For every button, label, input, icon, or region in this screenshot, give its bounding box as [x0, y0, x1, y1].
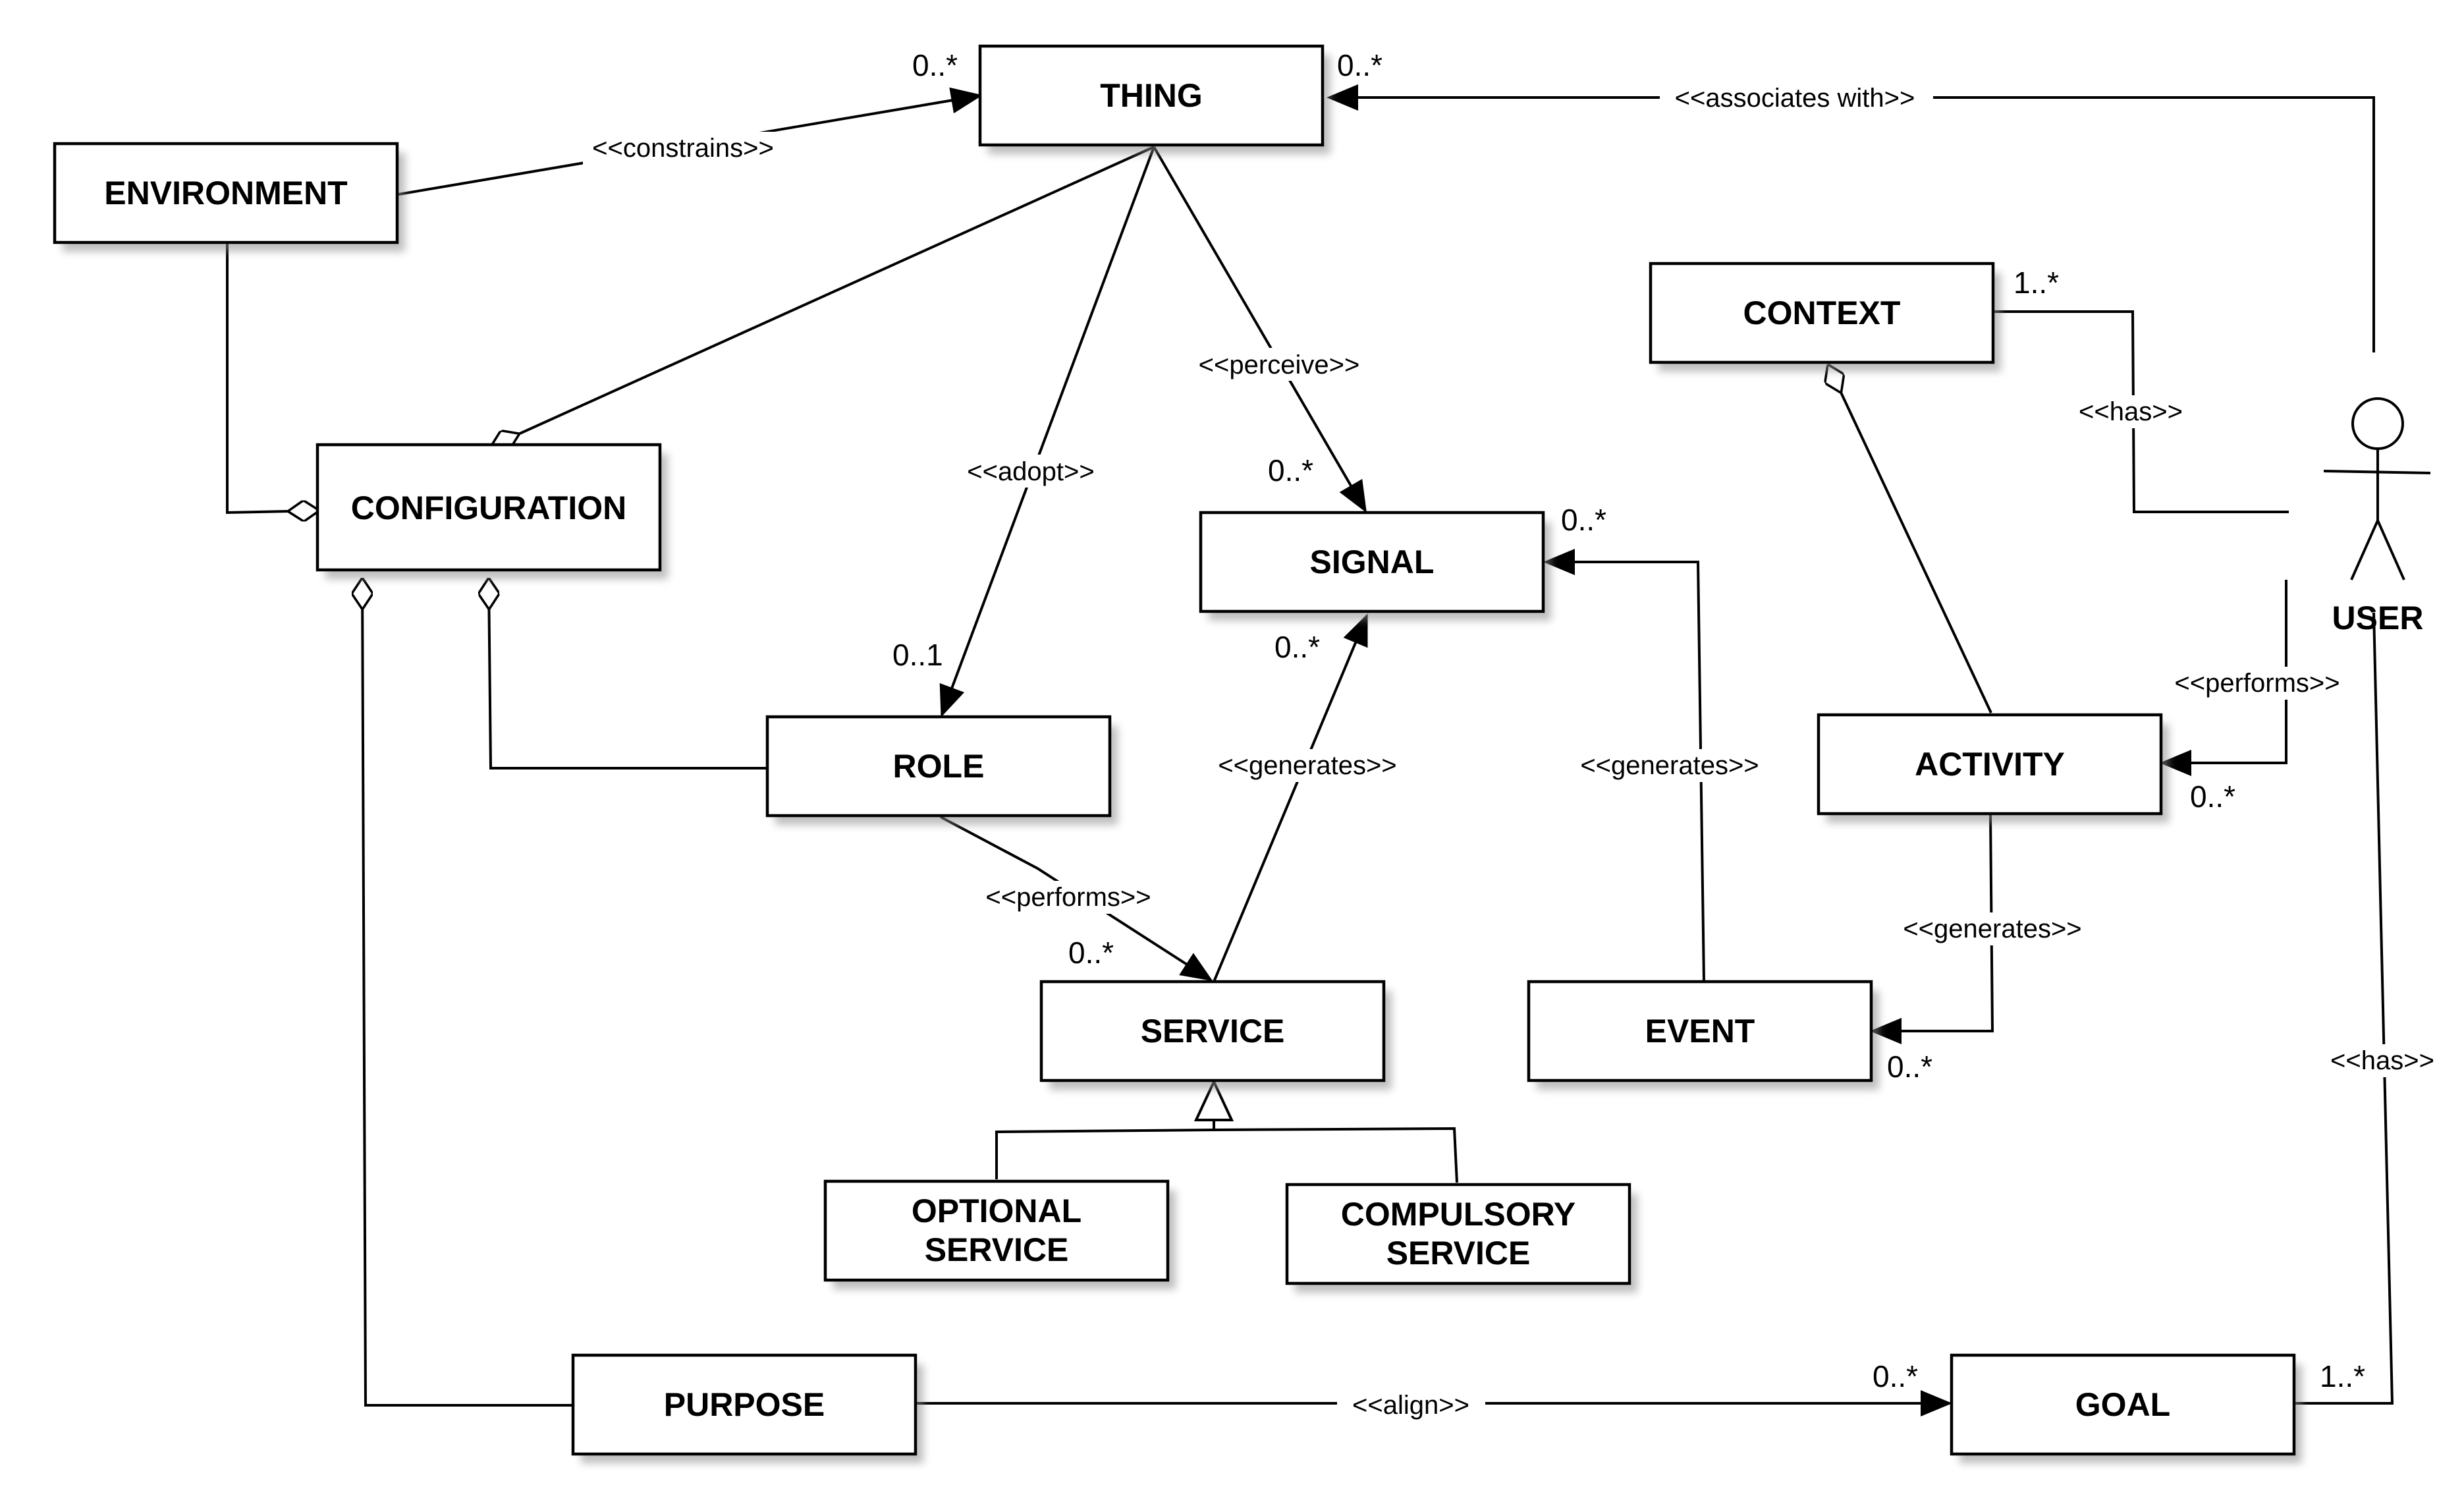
mult-activity: 0..*: [2190, 779, 2235, 814]
mult-thing-right: 0..*: [1337, 48, 1383, 82]
user-actor-right-leg: [2376, 520, 2405, 580]
mult-thing-left: 0..*: [912, 48, 958, 82]
stereotype-has-goal: <<has>>: [2330, 1046, 2434, 1075]
class-event-label: EVENT: [1645, 1013, 1755, 1050]
user-actor: USER: [2323, 397, 2431, 636]
class-service: SERVICE: [1039, 980, 1392, 1090]
mult-event: 0..*: [1887, 1050, 1932, 1084]
edge-thing-role: [939, 146, 1155, 717]
stereotype-generates-activity: <<generates>>: [1903, 914, 2081, 943]
class-configuration-label: CONFIGURATION: [351, 490, 626, 526]
stereotype-has-context: <<has>>: [2079, 397, 2183, 426]
user-actor-arms: [2323, 470, 2431, 474]
class-goal: GOAL: [1950, 1353, 2302, 1463]
class-role-label: ROLE: [893, 748, 985, 785]
class-purpose: PURPOSE: [571, 1353, 923, 1463]
class-event: EVENT: [1527, 980, 1879, 1090]
mult-service: 0..*: [1068, 936, 1114, 970]
stereotype-generates-event: <<generates>>: [1580, 751, 1759, 780]
user-actor-head: [2351, 397, 2404, 450]
class-signal: SIGNAL: [1199, 511, 1551, 621]
class-environment-label: ENVIRONMENT: [104, 175, 347, 211]
edge-compulsory-service: [1213, 1127, 1458, 1183]
class-context: CONTEXT: [1649, 262, 2001, 372]
class-compulsory-service-label-line2: SERVICE: [1386, 1235, 1531, 1272]
stereotype-adopt: <<adopt>>: [967, 457, 1095, 486]
user-actor-left-leg: [2350, 520, 2379, 580]
edge-event-signal: [1543, 549, 1705, 982]
stereotype-associates-with: <<associates with>>: [1675, 84, 1915, 113]
mult-goal-left: 0..*: [1873, 1359, 1918, 1393]
multiplicities: 0..* 0..* 0..* 0..* 0..* 0..1 1..* 0..* …: [892, 48, 2365, 1393]
stereotype-align: <<align>>: [1352, 1391, 1469, 1420]
class-goal-label: GOAL: [2075, 1386, 2170, 1423]
class-compulsory-service: COMPULSORY SERVICE: [1285, 1183, 1637, 1293]
edge-role-service: [940, 816, 1213, 982]
edge-environment-configuration: [226, 244, 319, 513]
class-optional-service-label-line1: OPTIONAL: [912, 1192, 1081, 1229]
edge-service-signal: [1213, 613, 1368, 982]
edge-thing-signal: [1153, 146, 1367, 513]
class-compulsory-service-label-line1: COMPULSORY: [1341, 1196, 1576, 1233]
mult-signal-bottom: 0..*: [1274, 630, 1320, 664]
class-boxes: THING ENVIRONMENT CONFIGURATION SIGNAL R…: [53, 44, 2302, 1463]
mult-context: 1..*: [2013, 266, 2059, 300]
class-activity: ACTIVITY: [1817, 713, 2169, 823]
stereotype-labels: <<constrains>> <<associates with>> <<per…: [583, 80, 2440, 1422]
stereotype-performs-activity: <<performs>>: [2174, 669, 2340, 698]
class-service-label: SERVICE: [1141, 1013, 1285, 1050]
class-context-label: CONTEXT: [1743, 294, 1901, 331]
edge-activity-context: [1828, 364, 1992, 714]
class-thing-label: THING: [1100, 77, 1203, 114]
generalization-triangle: [1193, 1078, 1234, 1121]
class-activity-label: ACTIVITY: [1915, 746, 2065, 783]
mult-signal-perceive: 0..*: [1268, 453, 1313, 488]
stereotype-perceive: <<perceive>>: [1199, 350, 1360, 379]
stereotype-constrains: <<constrains>>: [592, 134, 774, 163]
stereotype-generates-service: <<generates>>: [1218, 751, 1396, 780]
mult-role: 0..1: [892, 638, 943, 672]
class-signal-label: SIGNAL: [1310, 544, 1435, 580]
class-thing: THING: [978, 44, 1330, 154]
class-optional-service-label-line2: SERVICE: [925, 1231, 1069, 1268]
mult-signal-right: 0..*: [1561, 503, 1606, 537]
stereotype-performs-role: <<performs>>: [985, 883, 1151, 912]
mult-goal-right: 1..*: [2320, 1359, 2365, 1393]
class-purpose-label: PURPOSE: [664, 1386, 825, 1423]
edge-optional-service: [995, 1129, 1215, 1179]
edge-activity-event: [1870, 813, 1994, 1044]
class-configuration: CONFIGURATION: [315, 443, 668, 579]
edge-user-activity: [2160, 580, 2287, 776]
class-role: ROLE: [765, 715, 1118, 825]
edge-thing-configuration: [491, 146, 1155, 447]
edge-purpose-configuration: [362, 578, 573, 1407]
class-environment: ENVIRONMENT: [53, 142, 405, 252]
edge-role-configuration: [489, 578, 767, 770]
edge-user-goal: [2294, 612, 2394, 1405]
class-optional-service: OPTIONAL SERVICE: [823, 1179, 1176, 1289]
user-actor-label: USER: [2332, 600, 2424, 636]
